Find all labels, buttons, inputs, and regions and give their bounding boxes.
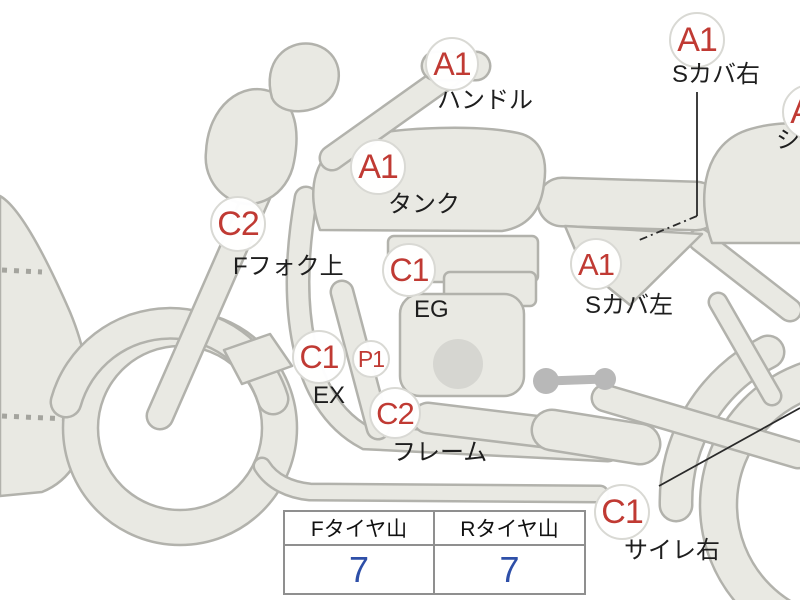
grade-text-silencer-right: C1 xyxy=(601,493,643,531)
part-label-tank: タンク xyxy=(388,191,460,218)
grade-circle-ffork-upper: C2 xyxy=(210,196,266,252)
front-tire-header: Fタイヤ山 xyxy=(285,512,435,546)
part-label-scover-right: Sカバ右 xyxy=(672,61,761,88)
grade-text-tank: A1 xyxy=(358,148,399,186)
grade-circle-handlebar: A1 xyxy=(425,37,479,91)
grade-text-seat: A1 xyxy=(790,95,800,129)
part-label-silencer-right: サイレ右 xyxy=(624,537,720,564)
rear-frame-tube xyxy=(687,227,800,323)
grade-text-p1: P1 xyxy=(357,345,385,372)
headlight-housing xyxy=(204,87,298,206)
front-tire-value: 7 xyxy=(285,546,435,593)
grade-circle-scover-right: A1 xyxy=(669,12,725,68)
lower-exhaust-pipe xyxy=(252,456,610,504)
leader-line-silencer-right xyxy=(658,407,800,487)
fork-brace xyxy=(222,332,294,386)
tire-tread-table: Fタイヤ山 Rタイヤ山 7 7 xyxy=(283,510,586,595)
rear-tire-value: 7 xyxy=(499,548,520,590)
meter-housing xyxy=(268,42,341,113)
grade-circle-p1: P1 xyxy=(352,340,390,378)
grade-text-ffork-upper: C2 xyxy=(217,205,259,243)
grade-circle-frame: C2 xyxy=(369,387,421,439)
part-label-ffork-upper: Fフォク上 xyxy=(233,253,344,280)
grade-text-handlebar: A1 xyxy=(433,46,471,82)
part-label-handlebar: ハンドル xyxy=(437,87,533,114)
seat-rail xyxy=(536,176,722,232)
rear-shock xyxy=(707,291,783,407)
swingarm xyxy=(590,383,800,470)
part-label-seat: シ xyxy=(776,127,800,154)
kick-lever xyxy=(533,368,616,394)
grade-circle-tank: A1 xyxy=(350,139,406,195)
part-label-scover-left: Sカバ左 xyxy=(585,292,674,319)
muffler xyxy=(530,408,662,466)
grade-text-exhaust: C1 xyxy=(299,339,340,375)
part-label-engine: EG xyxy=(414,296,449,323)
engine-case-circle xyxy=(433,339,483,389)
part-label-exhaust: EX xyxy=(313,382,346,409)
grade-text-engine: C1 xyxy=(389,252,430,288)
grade-circle-silencer-right: C1 xyxy=(594,484,650,540)
grade-text-frame: C2 xyxy=(376,395,415,431)
part-label-frame: フレーム xyxy=(392,439,488,466)
handlebar-tube xyxy=(318,60,464,172)
grade-text-scover-left: A1 xyxy=(578,246,615,282)
grade-text-scover-right: A1 xyxy=(677,21,718,59)
leader-line-scover-right-dashdot xyxy=(636,215,698,242)
grade-circle-scover-left: A1 xyxy=(570,238,622,290)
grade-circle-engine: C1 xyxy=(382,243,436,297)
grade-circle-exhaust: C1 xyxy=(292,330,346,384)
rear-tire-header: Rタイヤ山 xyxy=(435,512,584,546)
